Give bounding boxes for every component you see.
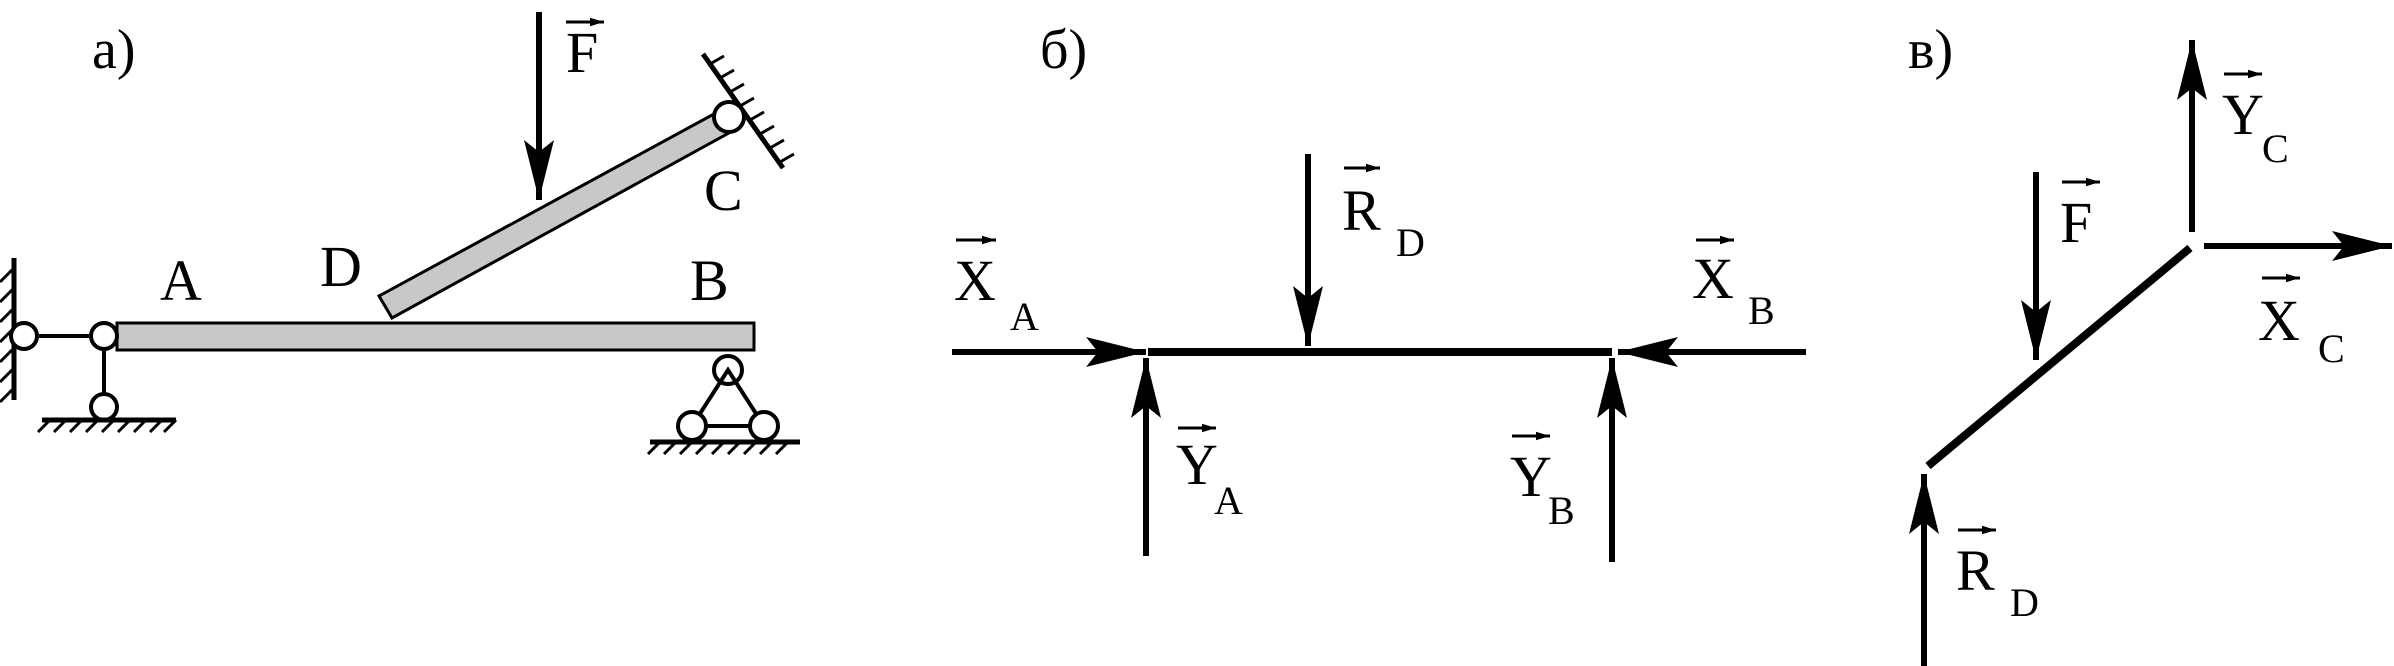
force-YA-label: Y A [1176, 423, 1243, 523]
svg-text:D: D [1396, 220, 1425, 265]
panel-a-label: а) [92, 19, 136, 81]
left-wall-support [0, 258, 91, 404]
panel-b: б) X A Y A R D X B [952, 19, 1806, 562]
wall-hinge-circle [9, 321, 39, 351]
force-XA-label: X A [954, 235, 1039, 339]
force-RD-on-DC-label: R D [1956, 525, 2039, 625]
svg-text:F: F [2060, 190, 2092, 255]
point-D-label: D [320, 234, 362, 299]
point-A-label: A [160, 248, 202, 313]
force-YB-label: Y B [1510, 431, 1575, 533]
svg-text:B: B [1548, 488, 1575, 533]
svg-text:A: A [1010, 294, 1039, 339]
hinge-A-support [36, 349, 178, 434]
panel-c: в) F Y C X C R D [1908, 19, 2392, 666]
svg-text:D: D [2010, 580, 2039, 625]
panel-b-label: б) [1040, 19, 1087, 81]
beam-DC [376, 106, 741, 321]
svg-text:B: B [1748, 288, 1775, 333]
svg-text:Y: Y [1176, 432, 1218, 497]
beam-DC-free-body [1925, 244, 2193, 470]
force-XC-label: X C [2258, 273, 2345, 371]
svg-text:C: C [2318, 326, 2345, 371]
svg-text:F: F [566, 20, 598, 85]
panel-a: а) [0, 12, 800, 456]
force-F-label: F [566, 17, 604, 85]
svg-text:C: C [2262, 126, 2289, 171]
force-F-on-DC-label: F [2060, 177, 2100, 255]
svg-text:X: X [1692, 246, 1734, 311]
beam-AB [115, 321, 756, 352]
panel-c-label: в) [1908, 19, 1953, 81]
svg-text:A: A [1214, 478, 1243, 523]
force-YC-label: Y C [2222, 69, 2289, 171]
hinge-C-support [700, 52, 795, 170]
svg-text:R: R [1956, 538, 1995, 603]
point-C-label: C [704, 158, 743, 223]
svg-text:X: X [954, 248, 996, 313]
force-RD-label: R D [1342, 163, 1425, 265]
point-B-label: B [690, 248, 729, 313]
hinge-A [89, 321, 119, 351]
svg-text:Y: Y [2222, 82, 2264, 147]
svg-text:R: R [1342, 178, 1381, 243]
force-XB-label: X B [1692, 235, 1775, 333]
svg-text:X: X [2258, 288, 2300, 353]
svg-text:Y: Y [1510, 444, 1552, 509]
hinge-B-support [646, 354, 800, 456]
